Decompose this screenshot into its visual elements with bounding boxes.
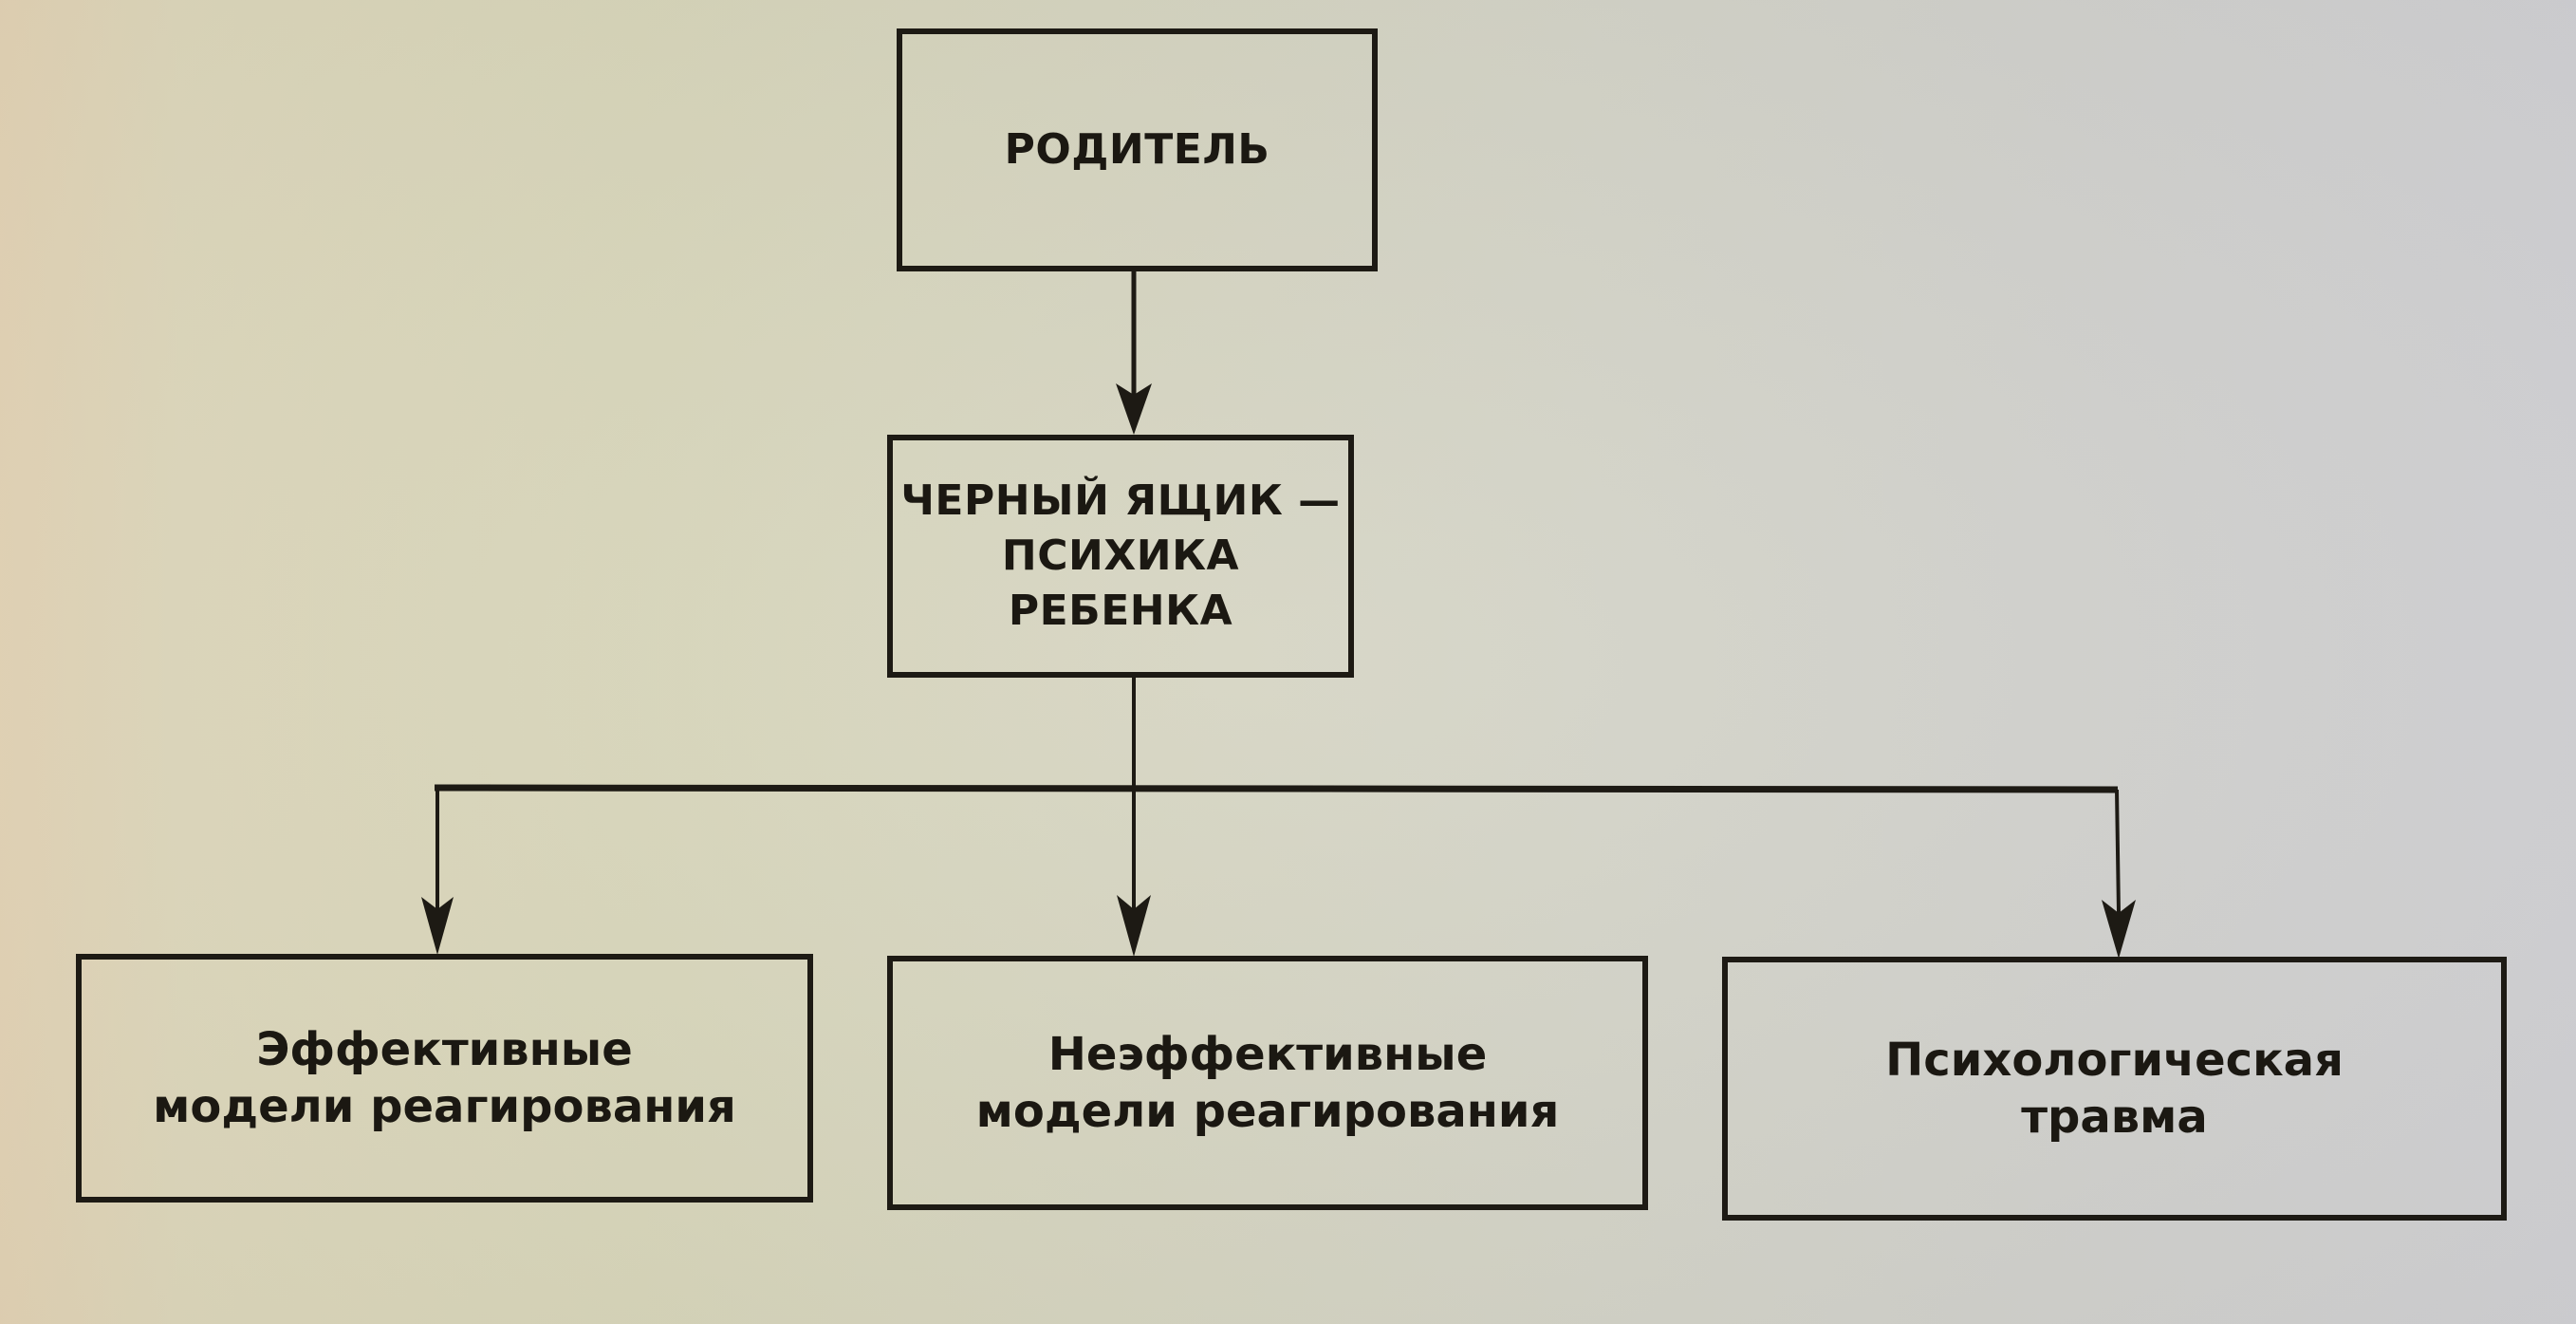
node-ineffective-response-models: Неэффективные модели реагирования xyxy=(887,956,1648,1210)
edge-distribution-bar xyxy=(434,784,2119,793)
node-trauma-label: Психологическая травма xyxy=(1885,1032,2344,1146)
node-effective-line-1: Эффективные xyxy=(256,1023,633,1076)
node-black-box-child-psyche: ЧЕРНЫЙ ЯЩИК — ПСИХИКА РЕБЕНКА xyxy=(887,435,1354,678)
node-ineffective-line-1: Неэффективные xyxy=(1047,1028,1488,1081)
node-effective-line-2: модели реагирования xyxy=(153,1080,736,1133)
arrowhead-to-trauma xyxy=(2102,900,2136,959)
node-parent-label: РОДИТЕЛЬ xyxy=(1005,122,1270,177)
node-ineffective-label: Неэффективные модели реагирования xyxy=(976,1026,1560,1140)
arrowhead-to-effective xyxy=(421,897,454,955)
node-effective-label: Эффективные модели реагирования xyxy=(153,1021,736,1135)
node-psychological-trauma: Психологическая травма xyxy=(1722,957,2507,1221)
arrowhead-to-ineffective xyxy=(1117,895,1151,957)
node-parent: РОДИТЕЛЬ xyxy=(897,28,1378,271)
node-blackbox-line-2: ПСИХИКА РЕБЕНКА xyxy=(1001,531,1240,636)
node-effective-response-models: Эффективные модели реагирования xyxy=(76,954,813,1203)
node-trauma-line-1: Психологическая xyxy=(1885,1034,2344,1087)
arrowhead-parent-to-blackbox xyxy=(1116,383,1152,435)
node-trauma-line-2: травма xyxy=(2021,1091,2208,1144)
node-blackbox-line-1: ЧЕРНЫЙ ЯЩИК — xyxy=(900,476,1341,525)
node-parent-line-1: РОДИТЕЛЬ xyxy=(1004,124,1270,174)
node-blackbox-label: ЧЕРНЫЙ ЯЩИК — ПСИХИКА РЕБЕНКА xyxy=(893,474,1348,639)
edge-blackbox-to-trauma-line xyxy=(2115,789,2121,914)
node-ineffective-line-2: модели реагирования xyxy=(975,1085,1560,1138)
